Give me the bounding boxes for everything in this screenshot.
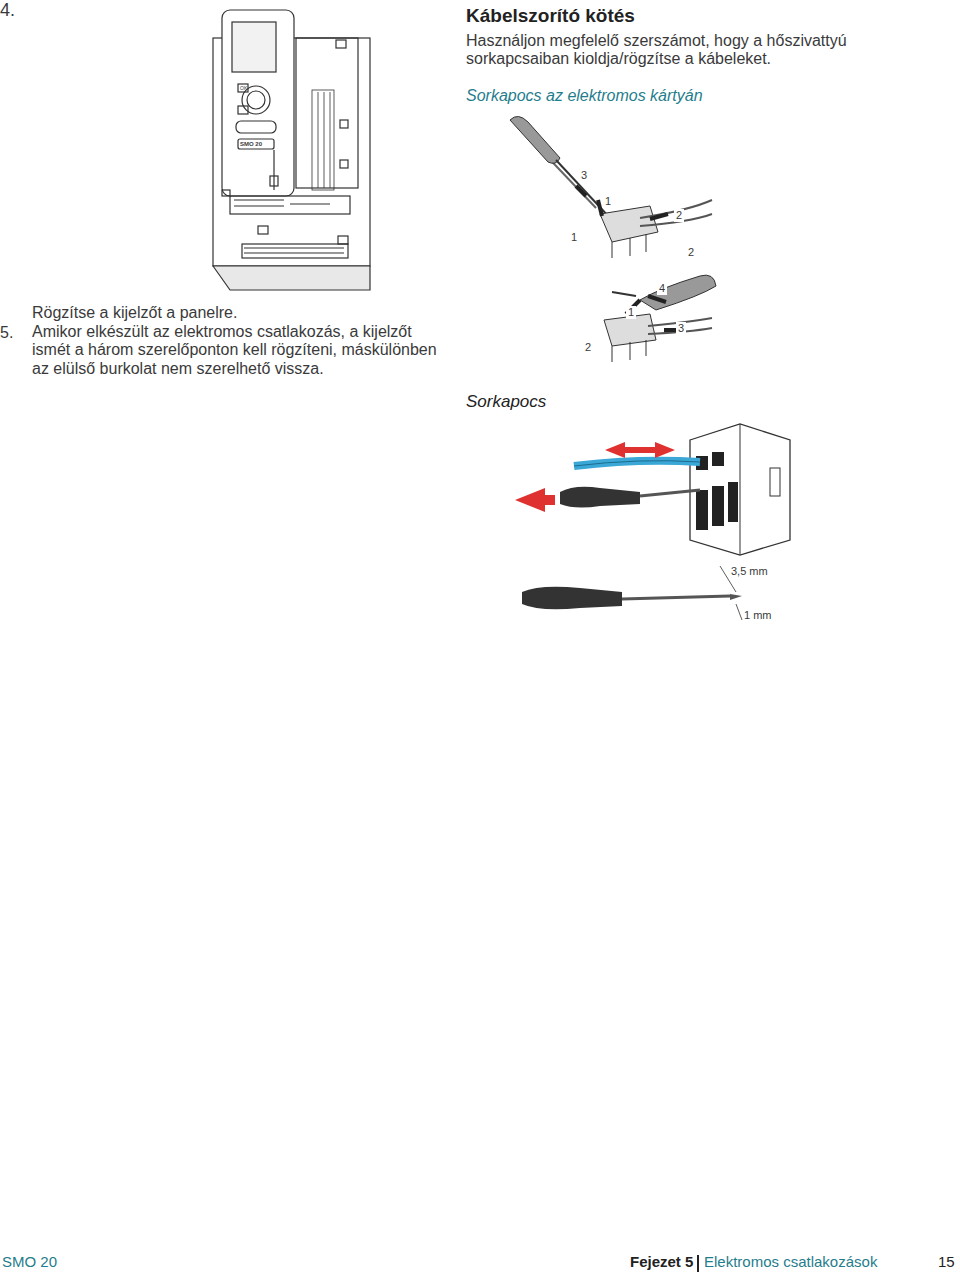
section-heading: Kábelszorító kötés xyxy=(466,5,946,27)
text-label: Használjon megfelelő szerszámot, hogy a … xyxy=(466,32,896,69)
callout-number: 1 xyxy=(603,195,613,208)
callout-number: 4 xyxy=(657,282,667,295)
text-label: Sorkapocs az elektromos kártyán xyxy=(466,87,703,105)
text-label: Rögzítse a kijelzőt a panelre. xyxy=(32,304,432,322)
callout-number: 3 xyxy=(676,322,686,335)
text-label: Amikor elkészült az elektromos csatlakoz… xyxy=(32,323,440,378)
callout-number: 3 xyxy=(579,169,589,182)
text-label: SMO 20 xyxy=(240,141,262,148)
text-label: 1 mm xyxy=(744,609,772,622)
callout-number: 2 xyxy=(686,246,696,259)
text-label: Fejezet 5 xyxy=(630,1253,693,1270)
callout-number: 2 xyxy=(583,341,593,354)
text-label: Sorkapocs xyxy=(466,392,546,412)
callout-number: OK xyxy=(240,86,247,92)
text-label: Elektromos csatlakozások xyxy=(704,1253,877,1270)
text-label: 3,5 mm xyxy=(731,565,768,578)
callout-number: 1 xyxy=(569,231,579,244)
callout-number: 2 xyxy=(674,209,684,222)
terminal-figure-top xyxy=(510,116,716,362)
text-label: SMO 20 xyxy=(2,1253,57,1270)
callout-number: 15 xyxy=(938,1253,955,1270)
terminal-block-figure xyxy=(515,424,790,555)
callout-number: 1 xyxy=(626,306,636,319)
controller-drawing xyxy=(213,10,370,290)
screwdriver-dimension-figure xyxy=(522,566,742,620)
callout-number: 4. xyxy=(0,0,15,21)
callout-number: 5. xyxy=(0,324,13,342)
footer-separator xyxy=(697,1255,699,1272)
